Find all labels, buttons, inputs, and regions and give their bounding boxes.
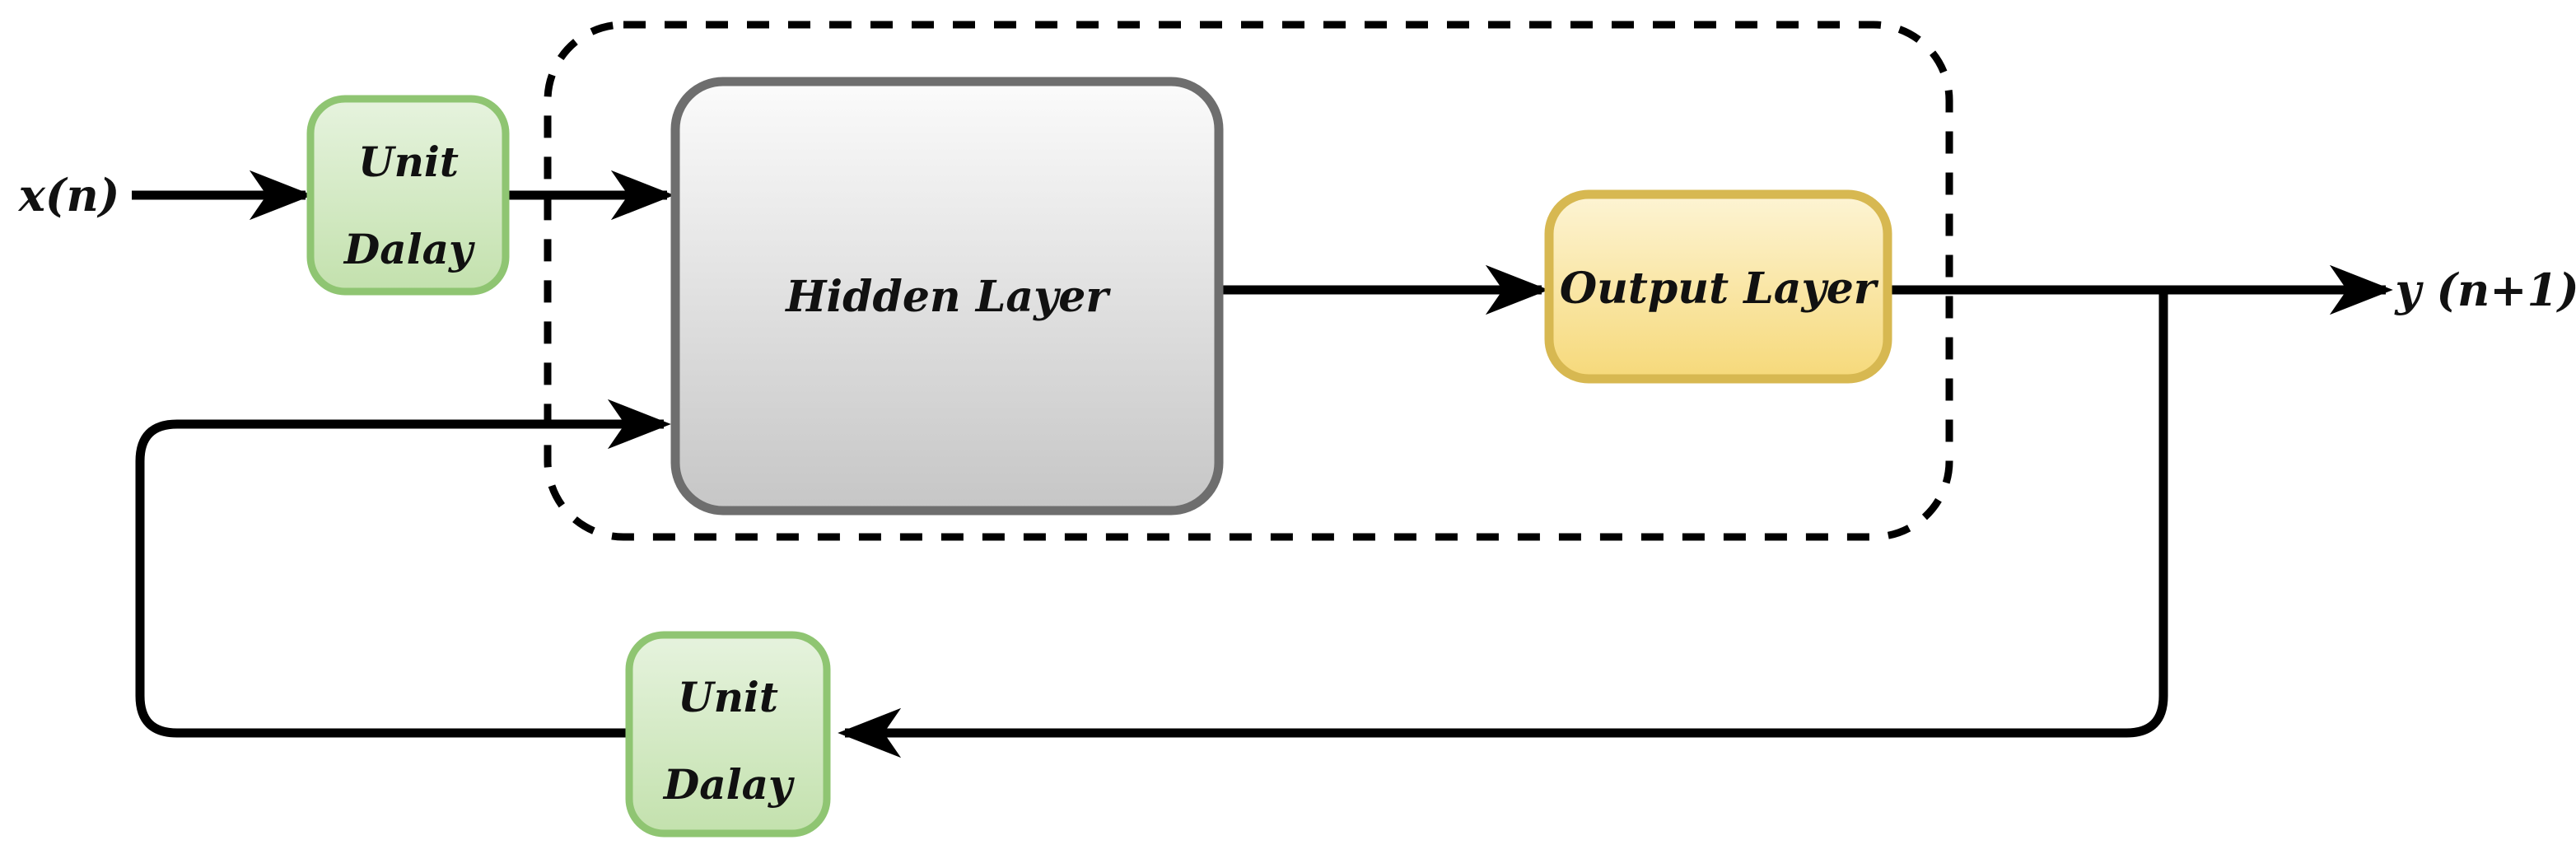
- hidden-layer-label: Hidden Layer: [784, 272, 1111, 322]
- edge-feedback-down: [838, 290, 2168, 758]
- unit-delay-top-label-line2: Dalay: [343, 225, 475, 273]
- unit-delay-top-box: [306, 95, 510, 296]
- hidden-layer-box: [670, 77, 1224, 516]
- input-signal-label: x(n): [18, 169, 120, 222]
- unit-delay-top-label-line1: Unit: [358, 138, 459, 186]
- edge-feedback-return: [135, 399, 671, 738]
- unit-delay-bottom-label-line1: Unit: [678, 673, 778, 721]
- unit-delay-bottom-box: [625, 631, 831, 838]
- output-layer-label: Output Layer: [1560, 264, 1879, 314]
- output-signal-label: y (n+1): [2394, 264, 2576, 316]
- output-layer-box: [1544, 189, 1892, 384]
- unit-delay-bottom-label-line2: Dalay: [662, 760, 795, 809]
- dashed-network-container: [544, 21, 1953, 541]
